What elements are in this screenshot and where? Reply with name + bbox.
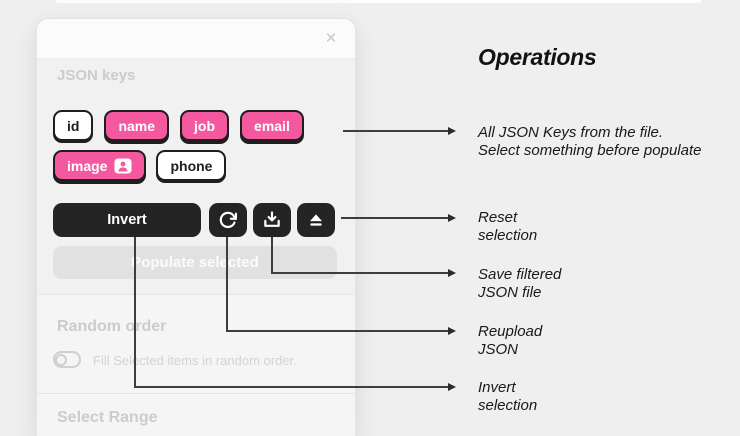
lower-section-background [37,294,355,436]
populate-selected-button[interactable]: Populate selected [53,246,337,279]
close-icon[interactable]: × [325,28,337,49]
annotation-line-invert [134,237,136,387]
annotation-line-save [271,272,449,274]
pill-name[interactable]: name [104,110,170,141]
select-range-section-title: Select Range [57,409,158,426]
note-line: JSON [478,340,519,358]
annotation-note-invert: Invert selection [478,379,537,414]
pill-row-1: id name job email [53,110,304,141]
pill-image-label: image [67,157,108,174]
reload-button[interactable] [209,203,247,237]
pill-id[interactable]: id [53,110,94,141]
annotation-line-invert [134,386,449,388]
annotation-line-reupload [226,330,449,332]
annotation-note-save: Save filtered JSON file [478,266,561,301]
json-keys-section-title: JSON keys [57,67,136,84]
annotation-arrow [448,383,456,391]
eject-icon [307,211,325,229]
note-line: JSON file [478,283,542,301]
download-icon [262,210,282,230]
pill-row-2: image phone [53,150,227,181]
background-window-top-edge [56,0,701,3]
operations-title: Operations [478,44,597,70]
annotation-note-json-keys: All JSON Keys from the file. Select some… [478,124,701,159]
reload-icon [218,210,238,230]
note-line: Invert [478,379,516,396]
random-order-section-title: Random order [57,318,167,335]
note-line: Select something before populate [478,141,702,159]
annotation-line-json-keys [343,130,449,132]
toggle-knob [55,353,67,366]
annotation-arrow [448,127,456,135]
pill-email[interactable]: email [240,110,304,141]
download-button[interactable] [253,203,291,237]
annotation-line-reupload [226,237,228,331]
eject-button[interactable] [297,203,335,237]
annotation-line-save [271,237,273,273]
annotation-arrow [448,327,456,335]
annotation-note-reupload: Reupload JSON [478,323,542,358]
pill-image[interactable]: image [53,150,147,181]
photo-portrait-icon [114,158,132,174]
note-line: selection [478,226,538,244]
annotation-arrow [448,269,456,277]
random-order-toggle[interactable] [53,351,81,368]
section-divider [37,294,355,295]
annotation-line-reset [341,217,449,219]
note-line: selection [478,396,538,414]
random-order-description: Fill Selected items in random order. [93,353,297,368]
pill-job[interactable]: job [180,110,230,141]
note-line: Save filtered [478,266,562,283]
section-divider [37,393,355,394]
note-line: Reset [478,209,518,226]
pill-phone[interactable]: phone [156,150,227,181]
annotation-arrow [448,214,456,222]
annotation-note-reset: Reset selection [478,209,537,244]
json-tool-panel: × JSON keys id name job email image phon… [36,18,356,436]
note-line: Reupload [478,323,543,340]
note-line: All JSON Keys from the file. [478,124,664,141]
panel-header: × [37,19,355,59]
invert-button[interactable]: Invert [53,203,201,237]
